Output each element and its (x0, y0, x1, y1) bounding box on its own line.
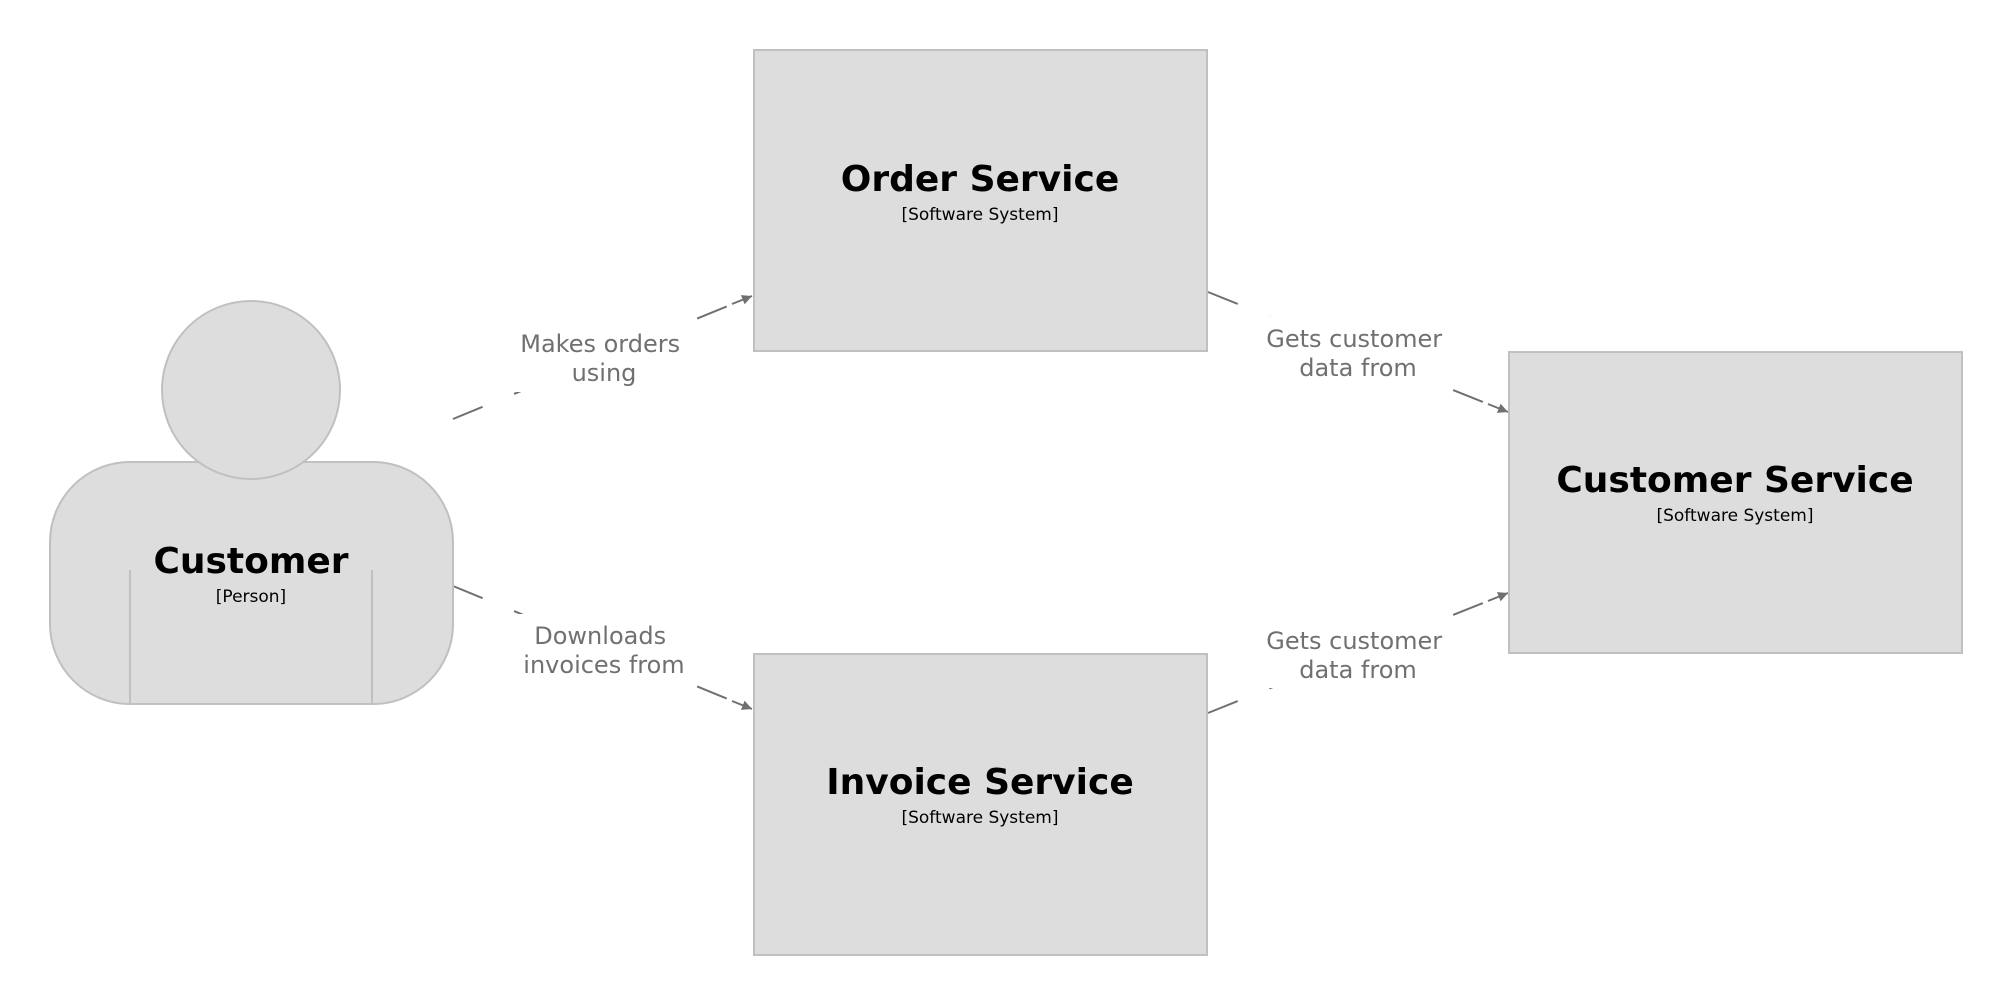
arrowhead-customer-service-bottom (1487, 592, 1509, 602)
customer-name: Customer (153, 541, 348, 582)
order-service-name: Order Service (841, 159, 1120, 200)
invoice-service-type: [Software System] (901, 808, 1058, 828)
invoice-service-shape (753, 653, 1208, 956)
customer-service-type: [Software System] (1656, 506, 1813, 526)
customer-service-shape (1508, 351, 1963, 654)
invoice-service-box[interactable]: Invoice Service [Software System] (753, 653, 1208, 956)
relationship-labels: Makes orders using Downloads invoices fr… (510, 316, 1454, 688)
order-service-type: [Software System] (901, 205, 1058, 225)
arrowhead-customer-service-top (1487, 403, 1509, 413)
edge-label-invoice-customer-service: Gets customer data from (1266, 627, 1450, 684)
edge-label-order-customer-service: Gets customer data from (1266, 325, 1450, 382)
customer-type: [Person] (216, 587, 286, 607)
edge-label-customer-order: Makes orders using (520, 330, 688, 387)
customer-person[interactable]: Customer [Person] (49, 300, 454, 705)
edge-label-customer-invoice: Downloads invoices from (523, 622, 684, 679)
order-service-shape (753, 49, 1208, 352)
customer-service-box[interactable]: Customer Service [Software System] (1508, 351, 1963, 654)
invoice-service-name: Invoice Service (826, 762, 1134, 803)
customer-service-name: Customer Service (1556, 460, 1913, 501)
arrowhead-order-service (731, 295, 753, 305)
person-body-shape (49, 461, 454, 705)
person-head-shape (161, 300, 341, 480)
arrowhead-invoice-service (731, 700, 753, 710)
order-service-box[interactable]: Order Service [Software System] (753, 49, 1208, 352)
